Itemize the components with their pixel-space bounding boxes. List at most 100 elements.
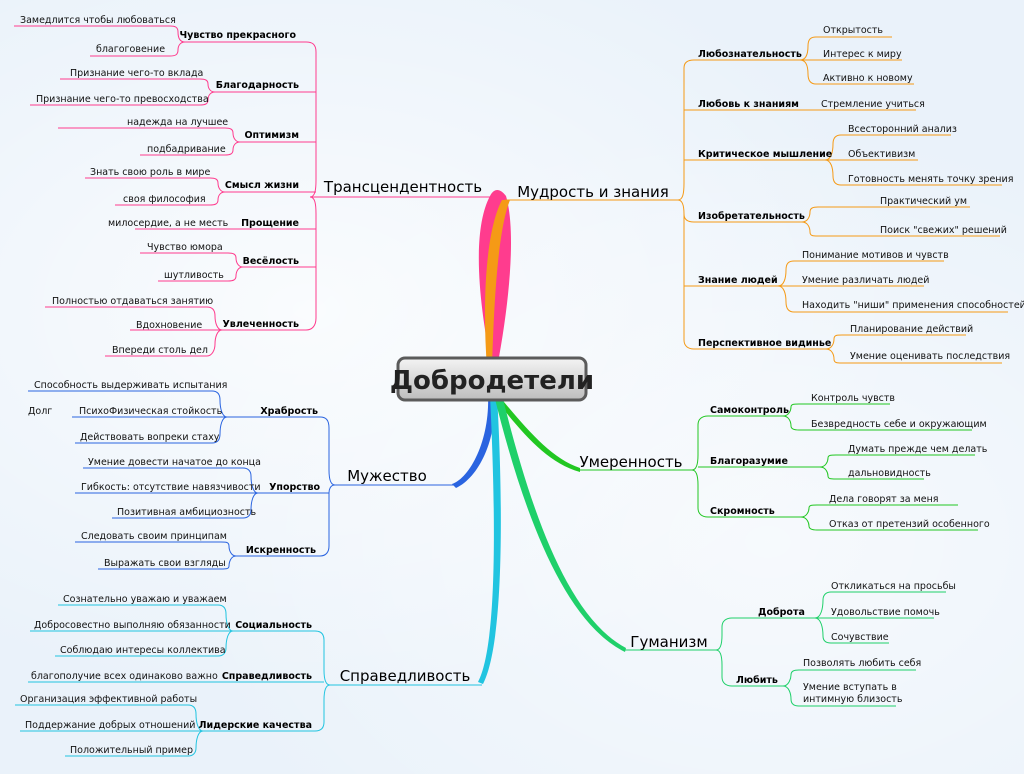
leaf: Поддержание добрых отношений bbox=[25, 720, 195, 731]
leaf: Умение оценивать последствия bbox=[850, 351, 1010, 362]
topic-wisdom[interactable]: Мудрость и знания bbox=[517, 183, 669, 201]
leaf: Находить "ниши" применения способностей bbox=[802, 300, 1024, 311]
leaf: Положительный пример bbox=[70, 745, 193, 756]
subtopic[interactable]: Благоразумие bbox=[710, 456, 788, 467]
leaf: Признание чего-то вклада bbox=[70, 68, 203, 79]
subtopic[interactable]: Увлеченность bbox=[222, 319, 299, 330]
branch-wisdom bbox=[505, 36, 1008, 364]
leaf: Вдохновение bbox=[136, 320, 202, 331]
leaf: Понимание мотивов и чувств bbox=[802, 250, 949, 261]
leaf: Знать свою роль в мире bbox=[90, 167, 210, 178]
subtopic[interactable]: Знание людей bbox=[698, 275, 778, 286]
leaf: Впереди столь дел bbox=[112, 345, 208, 356]
leaf: Контроль чувств bbox=[811, 393, 895, 404]
subtopic[interactable]: Чувство прекрасного bbox=[179, 30, 296, 41]
leaf: Полностью отдаваться занятию bbox=[52, 296, 213, 307]
leaf: Планирование действий bbox=[850, 324, 973, 335]
leaf: шутливость bbox=[164, 270, 224, 281]
leaf: Соблюдаю интересы коллектива bbox=[60, 645, 226, 656]
leaf: Безвредность себе и окружающим bbox=[811, 419, 987, 430]
leaf: Стремление учиться bbox=[821, 99, 925, 110]
subtopic[interactable]: Любовь к знаниям bbox=[698, 99, 799, 110]
leaf: Открытость bbox=[823, 25, 883, 36]
main-branch-ribbons bbox=[452, 190, 626, 684]
leaf: Добросовестно выполняю обязанности bbox=[34, 620, 231, 631]
leaf: Следовать своим принципам bbox=[81, 531, 227, 542]
leaf: Выражать свои взгляды bbox=[104, 558, 226, 569]
leaf: подбадривание bbox=[147, 144, 226, 155]
leaf: Откликаться на просьбы bbox=[831, 581, 956, 592]
subtopic[interactable]: Критическое мышление bbox=[698, 149, 832, 160]
leaf: Действовать вопреки стаху bbox=[80, 432, 220, 443]
subtopic[interactable]: Социальность bbox=[235, 620, 312, 631]
leaf: Дела говорят за меня bbox=[829, 494, 939, 505]
branch-justice bbox=[15, 604, 482, 757]
leaf: Объективизм bbox=[848, 149, 915, 160]
leaf: милосердие, а не месть bbox=[108, 218, 229, 229]
leaf: своя философия bbox=[123, 194, 206, 205]
leaf: Гибкость: отсутствие навязчивости bbox=[81, 482, 261, 493]
subtopic[interactable]: Весёлость bbox=[243, 256, 299, 267]
subtopic[interactable]: Скромность bbox=[710, 506, 775, 517]
leaf: Всесторонний анализ bbox=[848, 124, 957, 135]
subtopic[interactable]: Справедливость bbox=[222, 671, 312, 682]
leaf: Практический ум bbox=[880, 196, 967, 207]
leaf: Умение довести начатое до конца bbox=[88, 457, 261, 468]
leaf: Думать прежде чем делать bbox=[848, 444, 988, 455]
topic-temperance[interactable]: Умеренность bbox=[579, 453, 682, 471]
leaf: Активно к новому bbox=[823, 73, 913, 84]
leaf: благоговение bbox=[96, 44, 165, 55]
leaf: Чувство юмора bbox=[147, 242, 223, 253]
subtopic[interactable]: Прощение bbox=[241, 218, 299, 229]
branch-transcendence bbox=[14, 25, 490, 357]
ribbon-humanity bbox=[494, 395, 626, 652]
subtopic[interactable]: Самоконтроль bbox=[710, 405, 789, 416]
leaf: Удовольствие помочь bbox=[831, 607, 940, 618]
leaf: Признание чего-то превосходства bbox=[36, 94, 209, 105]
leaf-extra: Долг bbox=[28, 406, 52, 417]
root-label: Добродетели bbox=[390, 366, 594, 396]
topic-justice[interactable]: Справедливость bbox=[340, 667, 471, 685]
subtopic[interactable]: Упорство bbox=[269, 482, 320, 493]
topic-humanity[interactable]: Гуманизм bbox=[630, 633, 707, 651]
leaf: Сочувствие bbox=[831, 632, 889, 643]
branch-humanity bbox=[622, 591, 946, 707]
leaf: Позитивная амбициозность bbox=[117, 507, 257, 518]
leaf: Позволять любить себя bbox=[803, 658, 921, 669]
subtopic[interactable]: Любить bbox=[736, 675, 778, 686]
subtopic[interactable]: Благодарность bbox=[216, 80, 299, 91]
leaf: Готовность менять точку зрения bbox=[848, 174, 1013, 185]
ribbon-wisdom bbox=[484, 200, 510, 368]
leaf: интимную близость bbox=[803, 694, 903, 705]
leaf: ПсихоФизическая стойкость bbox=[79, 406, 223, 417]
leaf: благополучие всех одинаково важно bbox=[31, 671, 218, 682]
subtopic[interactable]: Доброта bbox=[758, 607, 805, 618]
leaf: надежда на лучшее bbox=[127, 117, 228, 128]
subtopic[interactable]: Перспективное видинье bbox=[698, 338, 831, 349]
ribbon-temperance bbox=[492, 395, 580, 472]
branch-temperance bbox=[580, 403, 978, 531]
topic-transcendence[interactable]: Трансцендентность bbox=[323, 178, 482, 196]
leaf: Отказ от претензий особенного bbox=[829, 519, 990, 530]
leaf: Замедлится чтобы любоваться bbox=[20, 15, 176, 26]
subtopic[interactable]: Храбрость bbox=[260, 406, 318, 417]
subtopic[interactable]: Лидерские качества bbox=[199, 720, 312, 731]
subtopic[interactable]: Смысл жизни bbox=[225, 180, 299, 191]
leaf: Организация эффективной работы bbox=[20, 694, 197, 705]
subtopic[interactable]: Оптимизм bbox=[244, 130, 299, 141]
leaf: Умение различать людей bbox=[802, 275, 929, 286]
topic-courage[interactable]: Мужество bbox=[347, 467, 427, 485]
branch-courage bbox=[28, 390, 458, 570]
leaf: Поиск "свежих" решений bbox=[880, 225, 1007, 236]
leaf: Интерес к миру bbox=[823, 49, 902, 60]
root-node[interactable]: Добродетели bbox=[390, 356, 594, 402]
subtopic[interactable]: Любознательность bbox=[698, 49, 802, 60]
leaf: Способность выдерживать испытания bbox=[34, 380, 227, 391]
subtopic[interactable]: Изобретательность bbox=[698, 211, 805, 222]
leaf: Умение вступать в bbox=[803, 682, 897, 693]
subtopic[interactable]: Искренность bbox=[246, 545, 316, 556]
leaf: Сознательно уважаю и уважаем bbox=[63, 594, 227, 605]
ribbon-justice bbox=[478, 395, 501, 684]
leaf: дальновидность bbox=[848, 468, 931, 479]
